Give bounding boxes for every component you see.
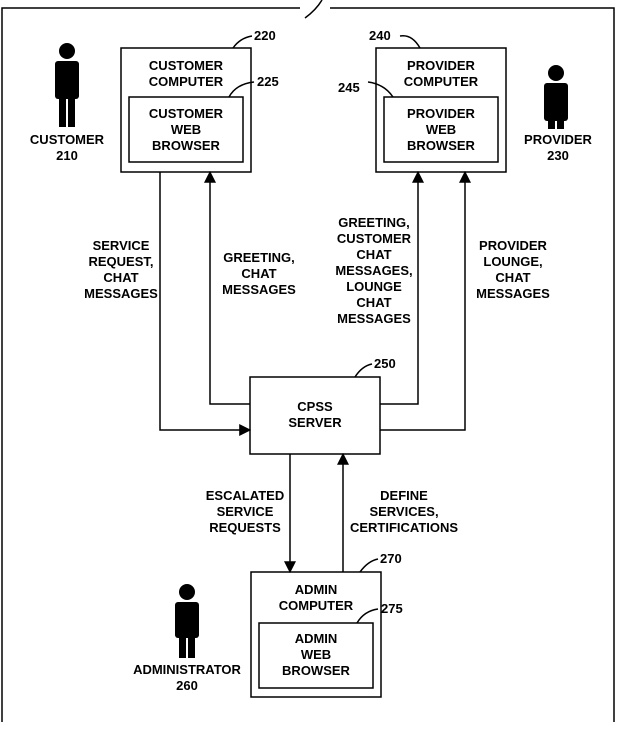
ref-225: 225 bbox=[257, 74, 279, 89]
customer-browser-line-2: WEB bbox=[171, 122, 201, 137]
svg-text:LOUNGE: LOUNGE bbox=[346, 279, 402, 294]
ref-leader-250 bbox=[354, 363, 373, 378]
customer-browser-line-3: BROWSER bbox=[152, 138, 221, 153]
provider-browser-line-2: WEB bbox=[426, 122, 456, 137]
svg-text:REQUEST,: REQUEST, bbox=[88, 254, 153, 269]
ref-leader-245 bbox=[367, 81, 394, 98]
provider-computer-title-1: PROVIDER bbox=[407, 58, 476, 73]
administrator-ref: 260 bbox=[176, 678, 198, 693]
svg-text:CERTIFICATIONS: CERTIFICATIONS bbox=[350, 520, 458, 535]
administrator-person-icon bbox=[175, 584, 199, 658]
customer-browser-line-1: CUSTOMER bbox=[149, 106, 224, 121]
provider-browser-line-3: BROWSER bbox=[407, 138, 476, 153]
admin-browser-line-3: BROWSER bbox=[282, 663, 351, 678]
svg-text:CHAT: CHAT bbox=[356, 295, 391, 310]
administrator-label: ADMINISTRATOR bbox=[133, 662, 241, 677]
svg-text:CHAT: CHAT bbox=[241, 266, 276, 281]
arrow-server-to-provider bbox=[380, 170, 424, 405]
svg-text:GREETING,: GREETING, bbox=[223, 250, 295, 265]
ref-leader-275 bbox=[356, 608, 379, 624]
cpss-server-box bbox=[249, 376, 381, 455]
ref-245: 245 bbox=[338, 80, 360, 95]
ref-leader-240 bbox=[399, 35, 421, 49]
provider-computer-title-2: COMPUTER bbox=[404, 74, 479, 89]
label-server-to-provider: GREETING, CUSTOMER CHAT MESSAGES, LOUNGE… bbox=[335, 215, 412, 326]
label-server-to-admin: ESCALATED SERVICE REQUESTS bbox=[206, 488, 284, 535]
customer-computer-title-1: CUSTOMER bbox=[149, 58, 224, 73]
svg-text:CHAT: CHAT bbox=[495, 270, 530, 285]
ref-270: 270 bbox=[380, 551, 402, 566]
arrow-customer-to-server bbox=[159, 172, 252, 436]
svg-text:SERVICES,: SERVICES, bbox=[369, 504, 438, 519]
svg-text:MESSAGES: MESSAGES bbox=[476, 286, 550, 301]
svg-text:PROVIDER: PROVIDER bbox=[479, 238, 548, 253]
provider-ref: 230 bbox=[547, 148, 569, 163]
server-line-1: CPSS bbox=[297, 399, 333, 414]
svg-text:MESSAGES: MESSAGES bbox=[222, 282, 296, 297]
label-customer-to-server: SERVICE REQUEST, CHAT MESSAGES bbox=[84, 238, 158, 301]
admin-browser-line-2: WEB bbox=[301, 647, 331, 662]
arrow-server-to-customer bbox=[204, 170, 250, 405]
svg-text:MESSAGES,: MESSAGES, bbox=[335, 263, 412, 278]
svg-text:SERVICE: SERVICE bbox=[217, 504, 274, 519]
ref-220: 220 bbox=[254, 28, 276, 43]
svg-text:CHAT: CHAT bbox=[103, 270, 138, 285]
label-provider-lounge: PROVIDER LOUNGE, CHAT MESSAGES bbox=[476, 238, 550, 301]
ref-250: 250 bbox=[374, 356, 396, 371]
customer-person-icon bbox=[55, 43, 79, 127]
admin-web-browser-box bbox=[258, 622, 374, 689]
frame-ref-tick bbox=[304, 0, 323, 19]
svg-text:GREETING,: GREETING, bbox=[338, 215, 410, 230]
ref-275: 275 bbox=[381, 601, 403, 616]
ref-leader-225 bbox=[228, 81, 255, 98]
label-admin-to-server: DEFINE SERVICES, CERTIFICATIONS bbox=[350, 488, 458, 535]
svg-text:REQUESTS: REQUESTS bbox=[209, 520, 281, 535]
svg-text:DEFINE: DEFINE bbox=[380, 488, 428, 503]
svg-text:MESSAGES: MESSAGES bbox=[84, 286, 158, 301]
provider-web-browser-box bbox=[383, 96, 499, 163]
provider-browser-line-1: PROVIDER bbox=[407, 106, 476, 121]
customer-label: CUSTOMER bbox=[30, 132, 105, 147]
server-line-2: SERVER bbox=[288, 415, 342, 430]
ref-leader-220 bbox=[232, 35, 253, 49]
customer-ref: 210 bbox=[56, 148, 78, 163]
label-server-to-customer: GREETING, CHAT MESSAGES bbox=[222, 250, 296, 297]
admin-computer-title-2: COMPUTER bbox=[279, 598, 354, 613]
svg-text:CUSTOMER: CUSTOMER bbox=[337, 231, 412, 246]
svg-text:CHAT: CHAT bbox=[356, 247, 391, 262]
provider-label: PROVIDER bbox=[524, 132, 593, 147]
svg-text:SERVICE: SERVICE bbox=[93, 238, 150, 253]
ref-240: 240 bbox=[369, 28, 391, 43]
page-frame bbox=[1, 7, 615, 722]
admin-browser-line-1: ADMIN bbox=[295, 631, 338, 646]
customer-web-browser-box bbox=[128, 96, 244, 163]
ref-leader-270 bbox=[359, 558, 379, 573]
admin-computer-title-1: ADMIN bbox=[295, 582, 338, 597]
svg-text:LOUNGE,: LOUNGE, bbox=[483, 254, 542, 269]
svg-text:ESCALATED: ESCALATED bbox=[206, 488, 284, 503]
provider-person-icon bbox=[544, 65, 568, 129]
svg-text:MESSAGES: MESSAGES bbox=[337, 311, 411, 326]
customer-computer-title-2: COMPUTER bbox=[149, 74, 224, 89]
arrow-provider-lounge bbox=[380, 170, 471, 431]
